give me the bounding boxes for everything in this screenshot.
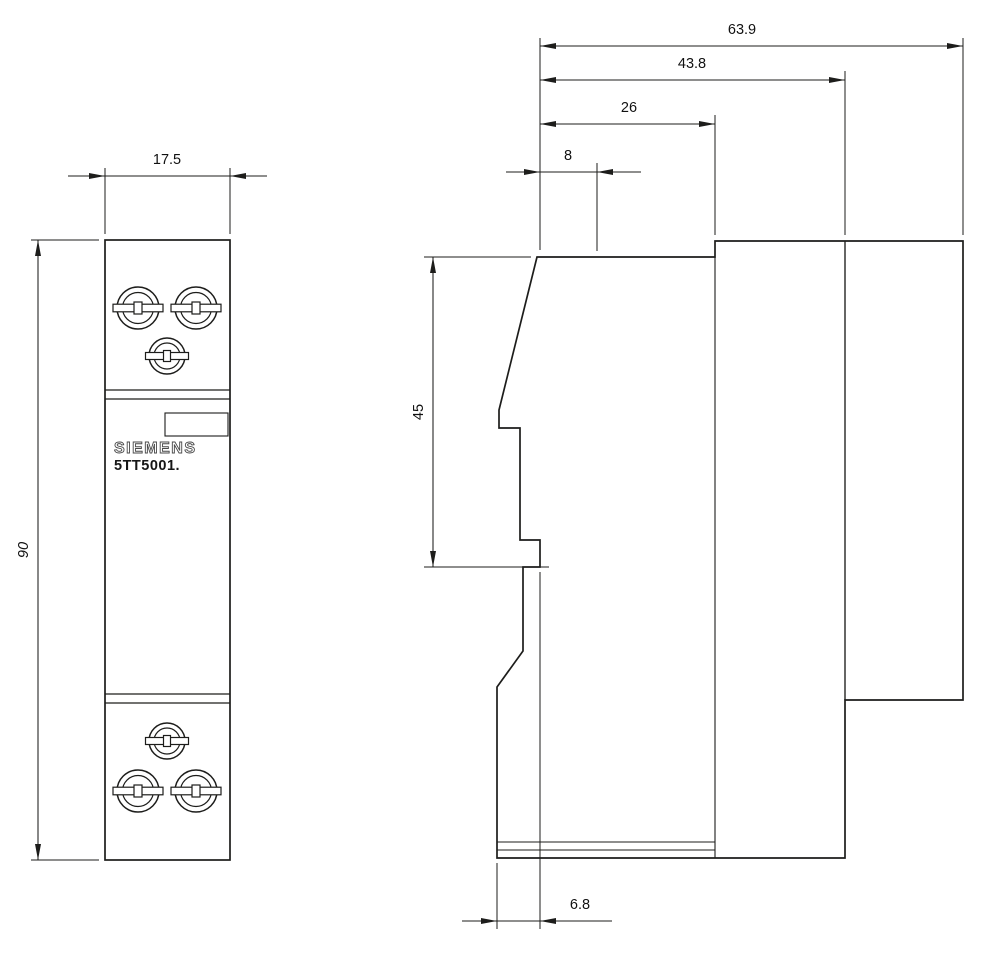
- dimension-front-height: 90: [16, 239, 99, 861]
- dim-label-bottom-lip: 6.8: [570, 897, 590, 913]
- dim-label-body-depth: 43.8: [678, 56, 706, 72]
- dim-label-upper-body-depth: 26: [621, 100, 637, 116]
- dimension-overall-depth: 63.9: [540, 22, 963, 49]
- dim-label-front-width: 17.5: [153, 152, 181, 168]
- dimension-upper-body-depth: 26: [540, 100, 715, 127]
- dim-label-top-step: 8: [564, 148, 572, 164]
- model-number-text: 5TT5001.: [114, 458, 180, 474]
- side-view: 63.9 43.8 26 8 45: [411, 22, 964, 929]
- front-section-lines: [105, 389, 230, 704]
- dim-label-front-height: 90: [16, 542, 32, 558]
- dimension-top-step: 8: [506, 148, 641, 175]
- side-extension-lines: [539, 38, 964, 251]
- front-housing-outline: [104, 239, 231, 861]
- dimension-front-height-side: 45: [411, 256, 549, 568]
- label-window: [164, 412, 229, 437]
- dim-label-front-height-side: 45: [411, 404, 427, 420]
- side-profile-outline: [496, 240, 964, 859]
- brand-logo-text: SIEMENS: [114, 440, 197, 457]
- dim-label-overall-depth: 63.9: [728, 22, 756, 38]
- dimension-front-width: 17.5: [68, 152, 267, 234]
- side-internal-lines: [497, 241, 846, 858]
- front-view: SIEMENS 5TT5001. 17.5 90: [16, 152, 267, 861]
- dimension-bottom-lip: 6.8: [462, 572, 612, 929]
- dimension-body-depth: 43.8: [540, 56, 845, 83]
